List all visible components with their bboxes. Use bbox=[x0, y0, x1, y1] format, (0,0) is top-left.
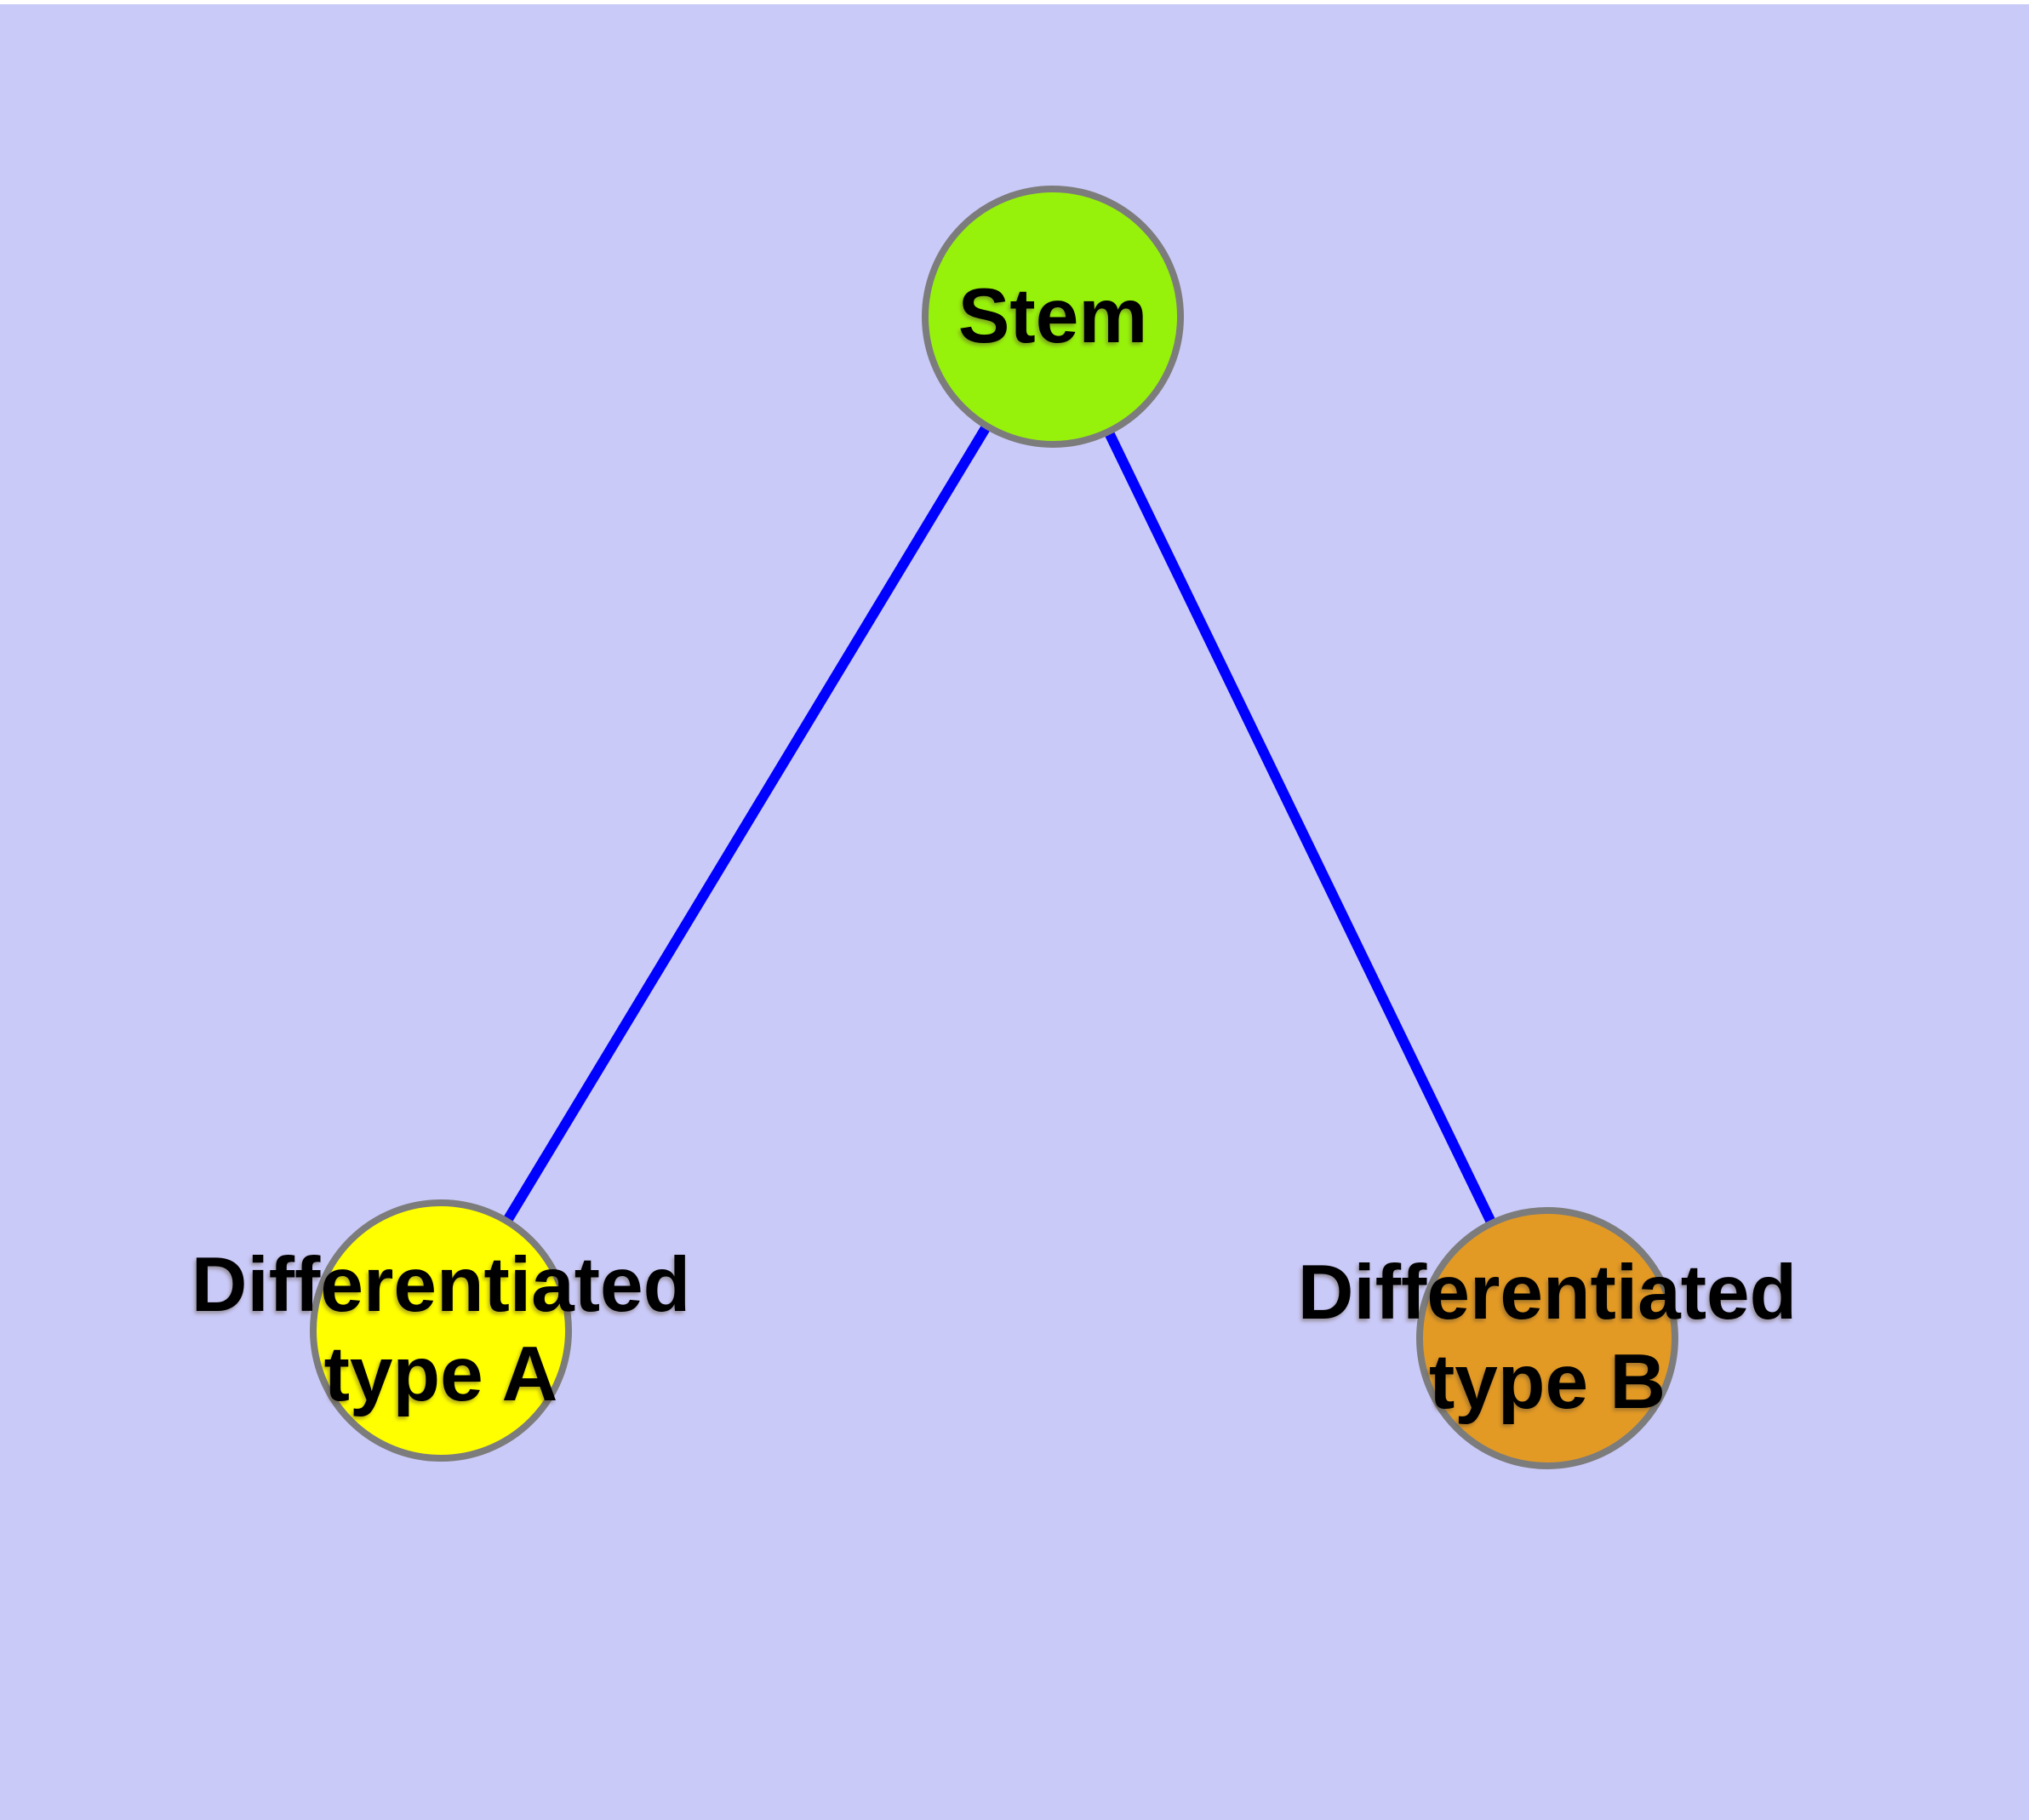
node-stem bbox=[922, 186, 1184, 448]
node-differentiated-type-a bbox=[310, 1199, 572, 1462]
edge-stem-to-type-a bbox=[436, 313, 1058, 1334]
node-differentiated-type-b bbox=[1416, 1207, 1678, 1469]
top-border-strip bbox=[0, 0, 2029, 4]
edge-stem-to-type-b bbox=[1048, 314, 1552, 1341]
